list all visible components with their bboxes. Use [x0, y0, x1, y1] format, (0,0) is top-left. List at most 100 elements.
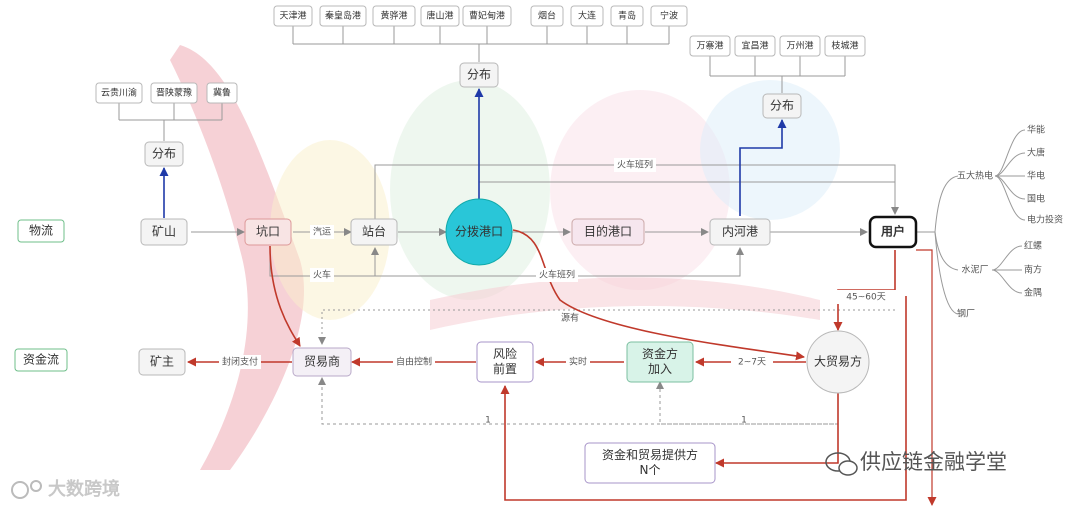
- background-decoration: [170, 45, 840, 470]
- distribute-top-shape: [459, 62, 499, 88]
- port-top-1-shape: [273, 5, 313, 27]
- distribute-right[interactable]: 分布: [762, 93, 802, 119]
- node-risk-label: 风险: [493, 346, 517, 361]
- user-power: 五大热电: [957, 170, 993, 182]
- node-user[interactable]: 用户: [868, 215, 918, 249]
- label-truck-bg: [310, 225, 334, 239]
- label-rail-bg: [310, 268, 334, 282]
- label-days-2-7: 2~7天: [738, 358, 766, 368]
- node-pit-shape: [244, 218, 292, 246]
- label-train-schedule-2-bg: [536, 268, 578, 282]
- port-right-3[interactable]: 万州港: [779, 35, 821, 57]
- source-left-1-shape: [95, 82, 143, 104]
- port-right-2-shape: [734, 35, 776, 57]
- node-big-trader-label: 大贸易方: [814, 354, 862, 369]
- node-risk-label: 前置: [493, 361, 517, 376]
- node-mine-owner-label: 矿主: [150, 355, 174, 369]
- cement-item-3: 金隅: [1024, 287, 1042, 299]
- distribute-left[interactable]: 分布: [144, 141, 184, 167]
- line-user-down: [916, 249, 937, 506]
- node-dest-port[interactable]: 目的港口: [571, 218, 645, 246]
- port-top-4[interactable]: 唐山港: [420, 5, 460, 27]
- port-top-3-shape: [372, 5, 416, 27]
- edge-train-schedule-bottom: [375, 247, 744, 277]
- edge-cement-3: [991, 269, 1023, 294]
- node-trader-shape: [292, 347, 352, 377]
- lane-logistics-shape: [17, 219, 65, 243]
- edge-power-5: [994, 175, 1026, 221]
- port-top-3[interactable]: 黄骅港: [372, 5, 416, 27]
- arrow-bigtrader-provider: [715, 392, 839, 468]
- node-mine[interactable]: 矿山: [140, 218, 188, 246]
- node-trader[interactable]: 贸易商: [292, 347, 352, 377]
- node-big-trader-shape: [806, 330, 870, 394]
- node-provider-shape: [584, 442, 716, 484]
- edge-user-steel: [934, 231, 959, 315]
- port-top-9[interactable]: 宁波: [650, 5, 688, 27]
- port-top-6-shape: [530, 5, 564, 27]
- port-right-2-label: 宜昌港: [741, 40, 768, 52]
- node-mine-owner[interactable]: 矿主: [138, 348, 186, 376]
- port-right-1[interactable]: 万寨港: [689, 35, 731, 57]
- edge-power-1: [994, 129, 1026, 177]
- port-top-5[interactable]: 曹妃甸港: [462, 5, 512, 27]
- power-item-3: 华电: [1027, 170, 1045, 182]
- node-station-shape: [350, 218, 398, 246]
- node-big-trader[interactable]: 大贸易方: [806, 330, 870, 394]
- label-realtime: 实时: [569, 356, 587, 368]
- port-right-1-label: 万寨港: [696, 40, 723, 52]
- node-pit[interactable]: 坑口: [244, 218, 292, 246]
- watermark-left-logo-icon: [11, 481, 29, 499]
- source-left-1[interactable]: 云贵川渝: [95, 82, 143, 104]
- node-pit-label: 坑口: [256, 224, 280, 239]
- port-right-4-shape: [824, 35, 866, 57]
- distribute-left-label: 分布: [152, 147, 176, 161]
- watermark-right: 供应链金融学堂: [825, 450, 1007, 476]
- watermarks: 大数跨境 供应链金融学堂: [11, 450, 1007, 500]
- node-funder-shape: [626, 341, 694, 383]
- lane-funds-label: 资金流: [23, 352, 59, 367]
- port-top-4-shape: [420, 5, 460, 27]
- source-left-3[interactable]: 冀鲁: [206, 82, 238, 104]
- node-user-shape: [868, 215, 918, 249]
- node-trader-label: 贸易商: [304, 354, 340, 369]
- source-left-2[interactable]: 晋陕蒙豫: [150, 82, 198, 104]
- port-top-7[interactable]: 大连: [570, 5, 604, 27]
- label-self-control: 自由控制: [396, 356, 432, 368]
- port-top-4-label: 唐山港: [426, 10, 453, 22]
- port-top-8[interactable]: 青岛: [610, 5, 644, 27]
- port-top-2[interactable]: 秦皇岛港: [319, 5, 367, 27]
- port-top-1[interactable]: 天津港: [273, 5, 313, 27]
- node-station[interactable]: 站台: [350, 218, 398, 246]
- port-top-9-label: 宁波: [660, 10, 678, 22]
- port-top-6[interactable]: 烟台: [530, 5, 564, 27]
- label-source-of: 源有: [561, 312, 579, 324]
- node-mine-owner-shape: [138, 348, 186, 376]
- watermark-left-text: 大数跨境: [48, 478, 120, 500]
- distribute-top[interactable]: 分布: [459, 62, 499, 88]
- lane-logistics[interactable]: 物流: [17, 219, 65, 243]
- label-return-2: 1: [741, 416, 747, 426]
- node-dispatch-port[interactable]: 分拨港口: [445, 198, 513, 266]
- label-self-control-bg: [393, 355, 435, 369]
- label-return-1: 1: [485, 416, 491, 426]
- label-days-45-60-bg: [836, 290, 896, 304]
- node-river-port[interactable]: 内河港: [709, 218, 771, 246]
- port-right-2[interactable]: 宜昌港: [734, 35, 776, 57]
- label-closed-payment-bg: [219, 355, 261, 369]
- node-river-port-label: 内河港: [722, 225, 758, 239]
- port-top-6-label: 烟台: [538, 10, 556, 22]
- distribute-top-label: 分布: [467, 68, 491, 82]
- port-top-2-shape: [319, 5, 367, 27]
- lane-funds[interactable]: 资金流: [14, 348, 68, 372]
- node-dispatch-port-label: 分拨港口: [455, 225, 503, 239]
- node-risk-shape: [476, 341, 534, 383]
- port-top-3-label: 黄骅港: [380, 10, 407, 22]
- port-right-4[interactable]: 枝城港: [824, 35, 866, 57]
- node-funder-label: 资金方: [642, 346, 678, 361]
- user-cement: 水泥厂: [961, 264, 988, 276]
